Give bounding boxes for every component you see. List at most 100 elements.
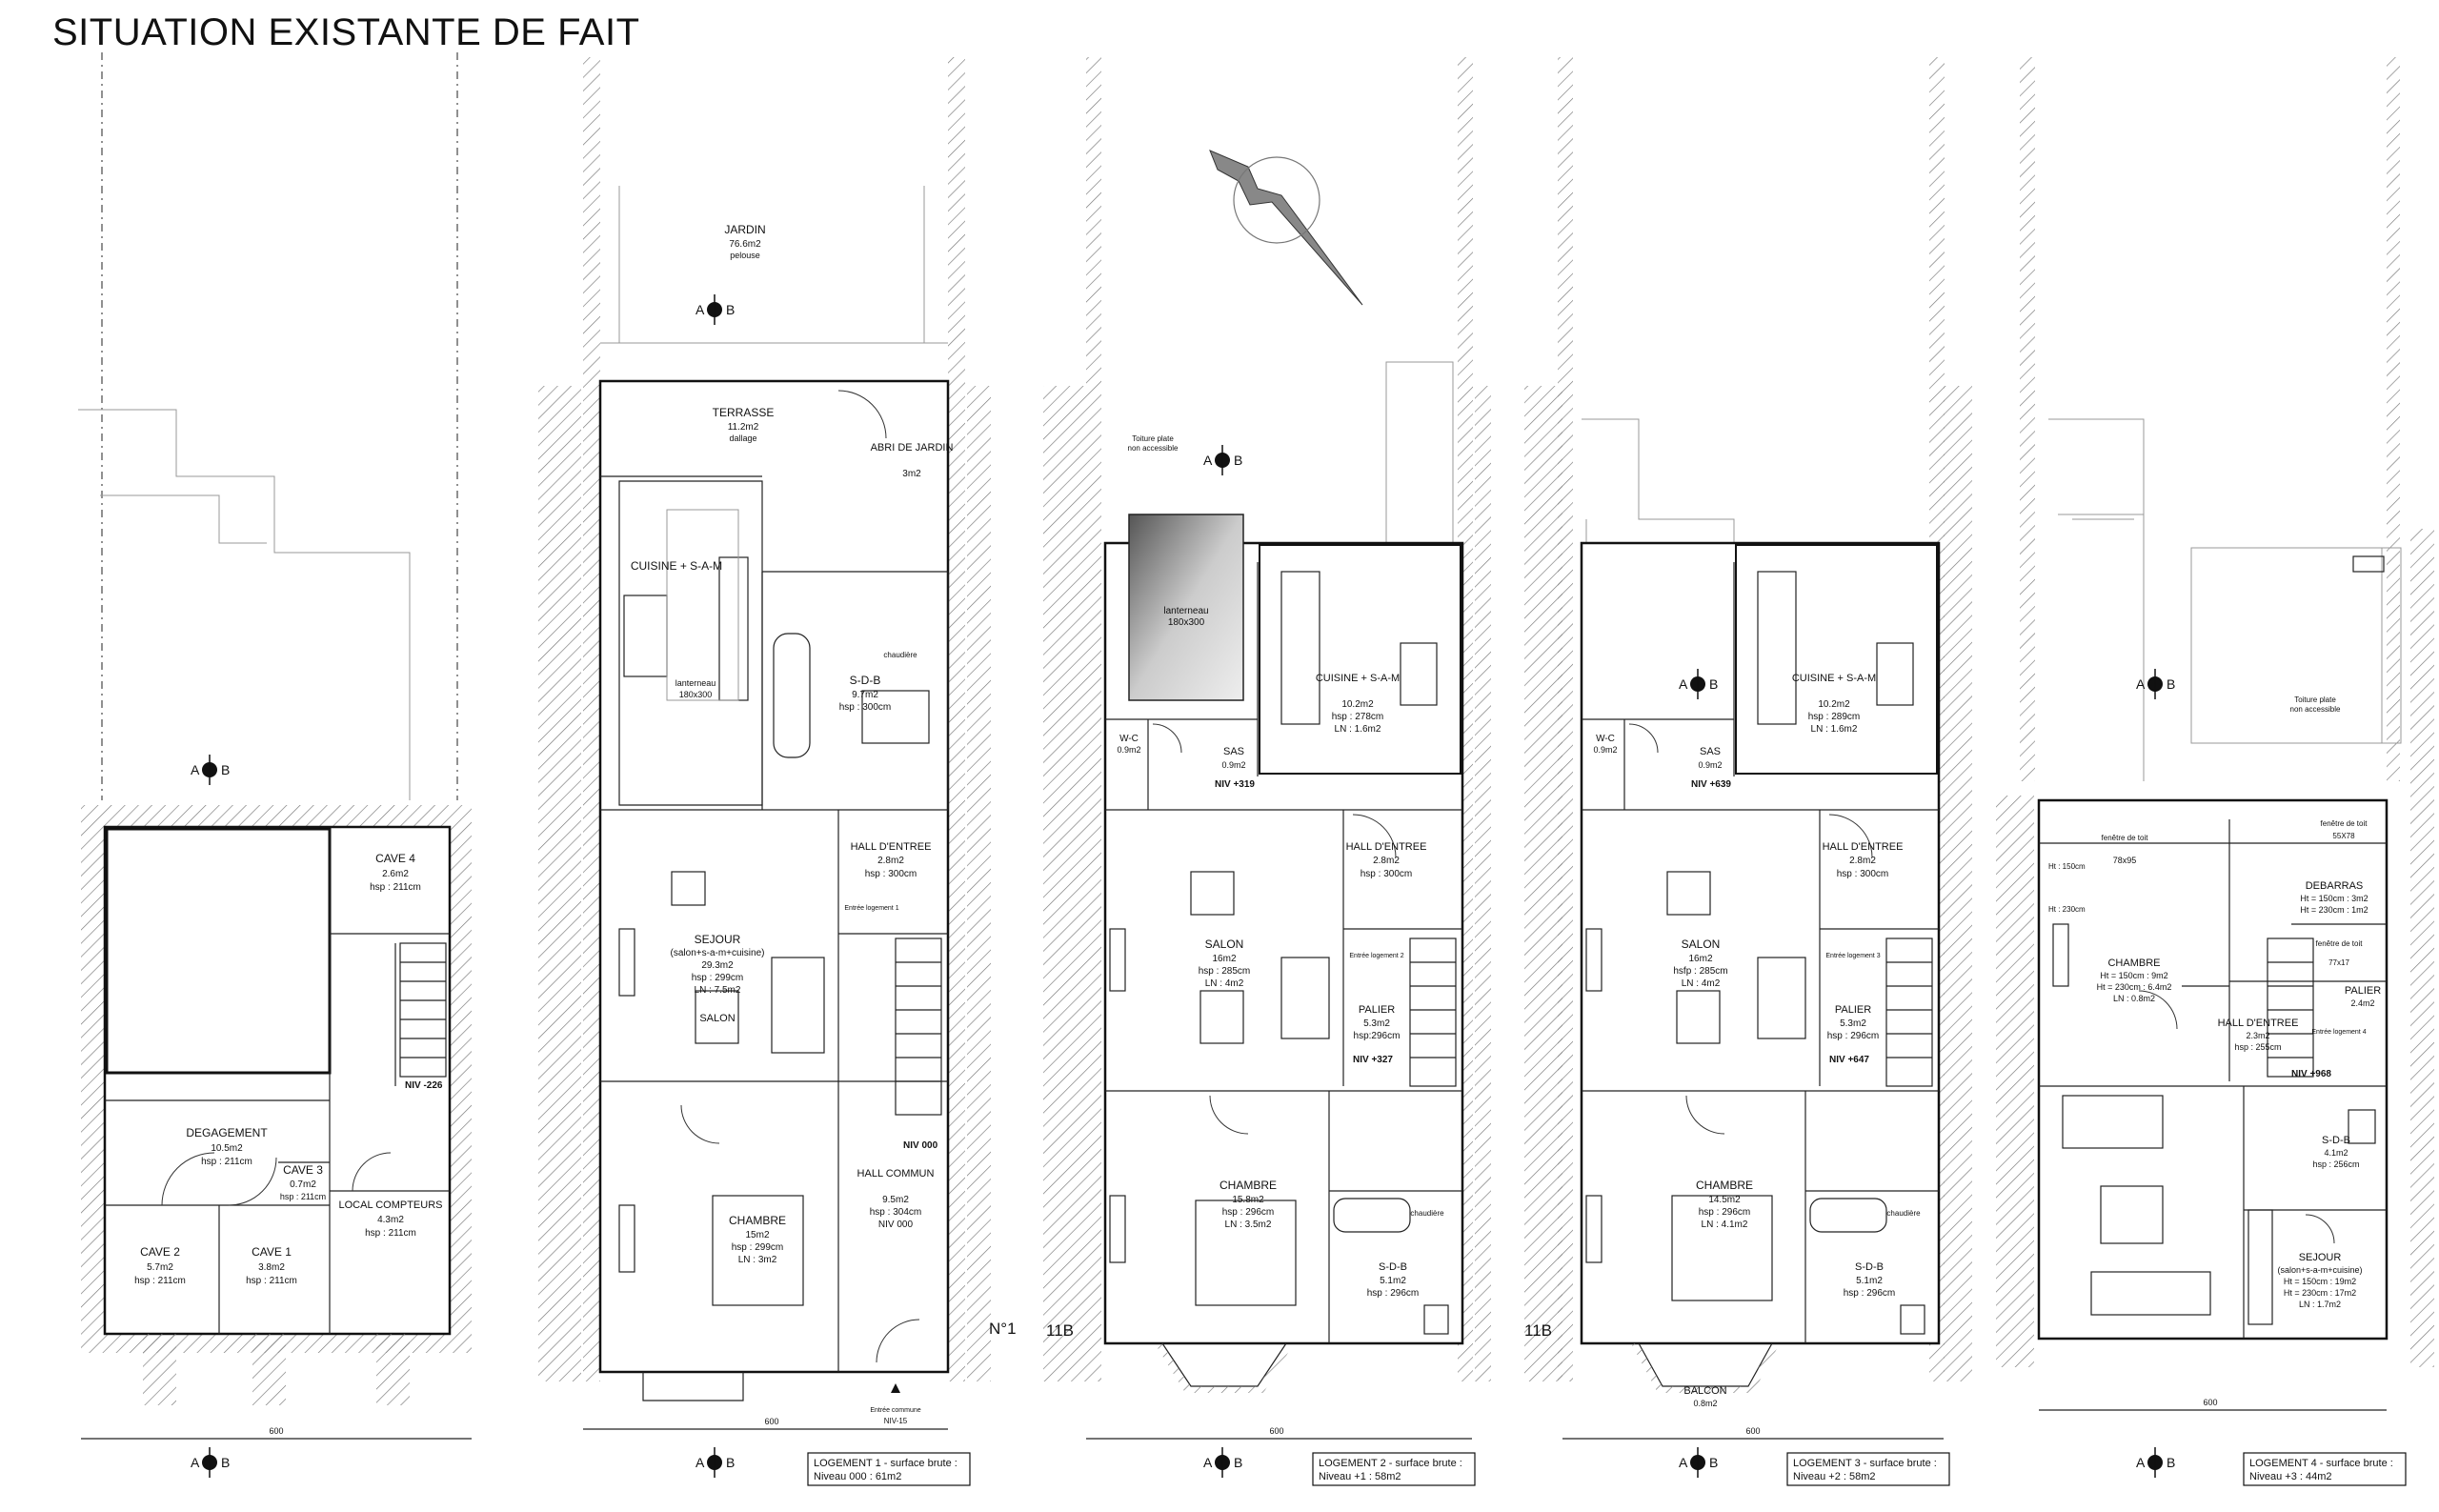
g-street-entry: Entrée commune [870,1407,920,1414]
f3-roofwin2: fenêtre de toit [2321,819,2368,828]
section-a-label: A [1203,453,1213,468]
cave4-area: 2.6m2 [382,869,409,879]
f1-roof-1: Toiture plate [1132,434,1174,443]
f2-balcony-area: 0.8m2 [1693,1399,1717,1408]
north-arrow-icon [1209,150,1363,306]
local-compteurs-label: LOCAL COMPTEURS [338,1200,442,1211]
f1-bedroom-ln: LN : 3.5m2 [1225,1220,1272,1230]
f3-living-ht1: Ht = 150cm : 19m2 [2284,1277,2356,1286]
f3-roofwin2-size: 55X78 [2332,832,2355,840]
section-a-label: A [695,1455,705,1470]
f1-bedroom-area: 15.8m2 [1232,1195,1264,1205]
f2-legend-line1: LOGEMENT 3 - surface brute : [1793,1458,1937,1469]
f1-house-no: 11B [1046,1321,1074,1340]
f3-legend-line1: LOGEMENT 4 - surface brute : [2249,1458,2393,1469]
g-living-sub: (salon+s-a-m+cuisine) [671,948,765,958]
local-compteurs-hsp: hsp : 211cm [365,1228,416,1239]
f3-bedroom-ht2: Ht = 230cm : 6.4m2 [2097,982,2172,992]
f1-hall-hsp: hsp : 300cm [1361,869,1412,879]
f1-skylight: lanterneau [1163,606,1208,616]
f2-hall-hsp: hsp : 300cm [1837,869,1888,879]
f3-roofwin3-size: 77x17 [2328,958,2349,967]
f1-bath-label: S-D-B [1379,1261,1407,1273]
f2-salon-label: SALON [1682,937,1721,951]
f3-hall-area: 2.3m2 [2246,1031,2269,1040]
f1-sas-label: SAS [1223,746,1244,757]
f3-bedroom-label: CHAMBRE [2107,958,2160,969]
f3-living-ht2: Ht = 230cm : 17m2 [2284,1288,2356,1298]
f2-level: NIV +647 [1829,1055,1869,1065]
f3-bath-area: 4.1m2 [2324,1148,2348,1158]
g-bedroom-hsp: hsp : 299cm [732,1242,783,1253]
g-common-area: 9.5m2 [882,1195,909,1205]
f3-palier-label: PALIER [2345,985,2381,997]
f3-entry-4: Entrée logement 4 [2311,1029,2366,1036]
f2-level-top: NIV +639 [1691,779,1731,790]
f2-kitchen-ln: LN : 1.6m2 [1811,724,1858,735]
cave1-area: 3.8m2 [258,1262,285,1273]
sheet-title: SITUATION EXISTANTE DE FAIT [52,11,640,53]
g-level: NIV 000 [903,1140,938,1151]
f3-living-ln: LN : 1.7m2 [2299,1300,2341,1309]
f1-kitchen-area: 10.2m2 [1341,699,1374,710]
f1-palier-area: 5.3m2 [1363,1018,1390,1029]
f2-boiler: chaudière [1886,1209,1921,1218]
f2-palier-label: PALIER [1835,1004,1871,1016]
garden-area: 76.6m2 [729,239,761,250]
f3-bath-hsp: hsp : 256cm [2312,1159,2359,1169]
f3-width: 600 [2203,1398,2217,1407]
f3-level: NIV +968 [2291,1069,2331,1079]
g-hall-area: 2.8m2 [877,856,904,866]
section-a-label: A [695,302,705,317]
f1-level-top: NIV +319 [1215,779,1255,790]
section-a-label: A [1203,1455,1213,1470]
f1-legend-line2: Niveau +1 : 58m2 [1319,1471,1401,1482]
section-b-label: B [1234,453,1242,468]
cave3-label: CAVE 3 [283,1163,323,1177]
f1-legend-line1: LOGEMENT 2 - surface brute : [1319,1458,1462,1469]
f2-house-no: 11B [1524,1321,1552,1340]
f1-salon-label: SALON [1205,937,1244,951]
f3-bath-label: S-D-B [2322,1135,2350,1146]
f2-kitchen-label: CUISINE + S-A-M [1792,673,1876,684]
basement-level: NIV -226 [405,1080,443,1091]
terrace-label: TERRASSE [713,406,775,419]
f1-roof-2: non accessible [1128,444,1179,453]
f2-kitchen-hsp: hsp : 289cm [1808,712,1860,722]
f1-kitchen-label: CUISINE + S-A-M [1316,673,1400,684]
g-common-label: HALL COMMUN [857,1168,935,1179]
g-common-niv: NIV 000 [878,1220,914,1230]
cave3-area: 0.7m2 [290,1179,316,1190]
f2-palier-hsp: hsp : 296cm [1827,1031,1879,1041]
g-living-label: SEJOUR [695,933,741,946]
cave2-area: 5.7m2 [147,1262,173,1273]
basement-plan: 600 CAVE 4 2.6m2 hsp : 211cm DEGAGEMENT … [78,52,472,1479]
cave1-hsp: hsp : 211cm [246,1276,297,1286]
section-b-label: B [1709,676,1718,692]
f2-balcony-label: BALCON [1683,1385,1726,1397]
g-bath-hsp: hsp : 300cm [839,702,891,713]
f1-salon-ln: LN : 4m2 [1205,978,1244,989]
f2-bedroom-ln: LN : 4.1m2 [1702,1220,1748,1230]
f3-ht150: Ht : 150cm [2048,862,2086,871]
f2-sas-area: 0.9m2 [1698,760,1722,770]
f2-wc-label: W-C [1596,734,1615,744]
third-floor-plan: 600 Toiture plate non accessible fenêtre… [1996,57,2434,1486]
f1-wc-label: W-C [1119,734,1139,744]
section-b-label: B [1709,1455,1718,1470]
f2-bedroom-label: CHAMBRE [1696,1179,1753,1192]
f3-palier-area: 2.4m2 [2350,998,2374,1008]
g-bath-label: S-D-B [850,674,881,687]
section-a-label: A [191,762,200,777]
section-a-label: A [1679,1455,1688,1470]
degagement-label: DEGAGEMENT [186,1126,268,1139]
f3-roof-2: non accessible [2290,705,2341,714]
degagement-area: 10.5m2 [211,1143,243,1154]
cave4-label: CAVE 4 [375,852,415,865]
cave2-hsp: hsp : 211cm [134,1276,186,1286]
section-b-label: B [726,302,735,317]
cave4-hsp: hsp : 211cm [370,882,421,893]
f3-debarras-label: DEBARRAS [2306,880,2364,892]
g-living-ln: LN : 7.5m2 [695,985,741,996]
f2-hall-label: HALL D'ENTREE [1823,841,1904,853]
